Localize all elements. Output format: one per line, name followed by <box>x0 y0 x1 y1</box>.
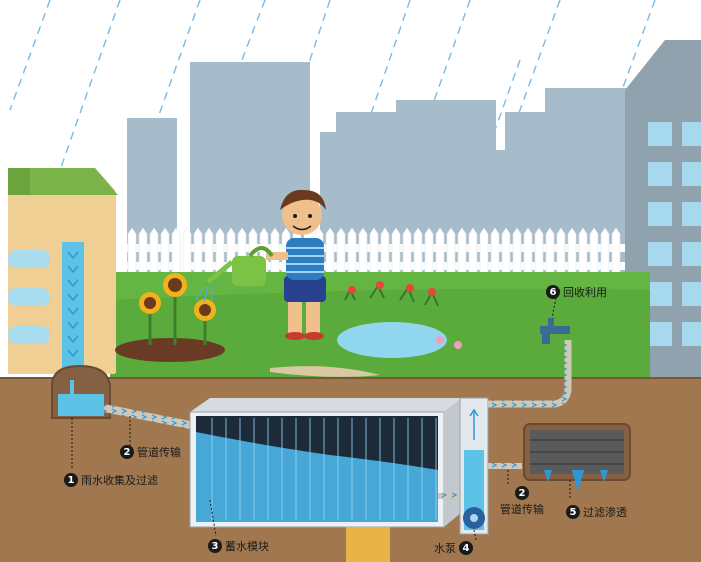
label-reuse: 6 回收利用 <box>546 284 607 300</box>
label-pump: 水泵 4 <box>434 540 473 556</box>
label-pipe-left: 2 管道传输 <box>120 444 181 460</box>
picket-fence <box>125 228 625 275</box>
pond <box>337 322 447 358</box>
label-rain-collection: 1 雨水收集及过滤 <box>64 472 158 488</box>
label-filter: 5 过滤渗透 <box>566 504 627 520</box>
collection-pit <box>52 366 110 418</box>
storage-module <box>190 398 462 527</box>
pump-well <box>460 398 488 534</box>
label-storage-module: 3 蓄水模块 <box>208 538 269 554</box>
label-pipe-right: 2 管道传输 <box>500 486 544 517</box>
tank-base <box>346 527 390 562</box>
house-left <box>8 168 118 380</box>
flower-bed-soil <box>115 338 225 362</box>
pump-impeller-icon <box>463 507 485 529</box>
